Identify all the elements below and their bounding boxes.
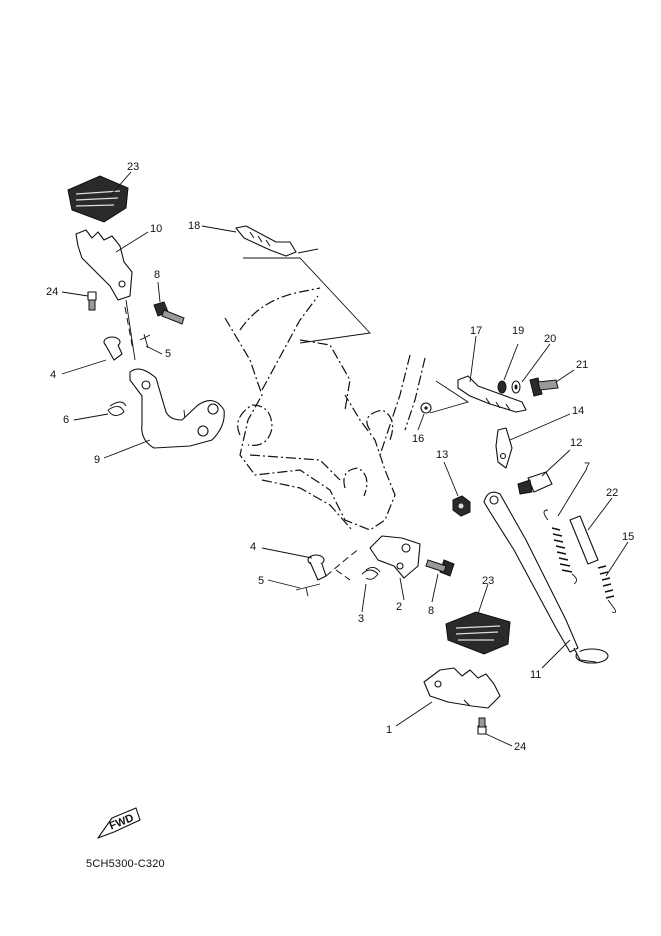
callout-5-upper: 5 [165,348,171,360]
fwd-arrow-icon: FWD [97,807,141,839]
diagram-code: 5CH5300-C320 [86,858,165,870]
part-10-footrest-left [75,229,133,301]
part-8-bolt-upper [153,301,185,325]
callout-19: 19 [512,325,524,337]
callout-9: 9 [94,454,100,466]
part-19-washer [497,380,507,394]
part-24-bolt-upper [87,291,97,311]
part-21-bolt [529,377,559,397]
part-24-bolt-lower [477,717,487,735]
part-8-bolt-lower [425,559,455,577]
callout-10: 10 [150,223,162,235]
part-7-spring [543,509,577,585]
callout-leaders [61,171,629,747]
callout-7: 7 [584,461,590,473]
callout-4-lower: 4 [250,541,256,553]
callout-15: 15 [622,531,634,543]
callout-24-lower: 24 [514,741,526,753]
part-5-pin-lower [295,583,321,597]
callout-24-upper: 24 [46,286,58,298]
part-17-bracket [457,375,527,413]
callout-labels: 23 10 18 8 24 5 4 6 9 17 19 20 21 14 16 … [46,161,634,753]
callout-1: 1 [386,724,392,736]
callout-13: 13 [436,449,448,461]
callout-5-lower: 5 [258,575,264,587]
callout-23-lower: 23 [482,575,494,587]
part-23-footrest-rubber-upper [67,175,129,223]
callout-23-upper: 23 [127,161,139,173]
part-2-footrest-bracket-right [369,535,421,579]
part-6-spring [107,401,127,416]
callout-16: 16 [412,433,424,445]
part-3-spring [361,567,381,580]
callout-8-upper: 8 [154,269,160,281]
part-16-nut [420,402,432,414]
frame-outline [224,287,426,531]
part-1-footrest-right [423,667,501,709]
part-23-footrest-rubber-lower [445,611,511,655]
fwd-label: FWD [108,812,136,833]
callout-18: 18 [188,220,200,232]
part-12-bolt [517,471,553,495]
part-14-plate [495,427,513,469]
callout-12: 12 [570,437,582,449]
part-9-footrest-bracket-left [129,368,225,449]
part-4-pin-upper [103,336,123,361]
part-13-nut [452,495,471,517]
part-4-pin-lower [307,554,327,581]
callout-22: 22 [606,487,618,499]
callout-11: 11 [530,669,541,681]
part-22-sleeve [569,515,599,565]
callout-2: 2 [396,601,402,613]
part-5-pin-upper [139,333,151,349]
part-15-spring [597,565,617,613]
callout-8-lower: 8 [428,605,434,617]
part-11-sidestand [483,491,609,664]
callout-21: 21 [576,359,588,371]
callout-17: 17 [470,325,482,337]
part-18-bracket [235,225,297,257]
callout-3: 3 [358,613,364,625]
part-20-washer [511,380,521,394]
callout-6: 6 [63,414,69,426]
callout-20: 20 [544,333,556,345]
callout-4-upper: 4 [50,369,56,381]
callout-14: 14 [572,405,584,417]
reference-lines [124,248,581,656]
